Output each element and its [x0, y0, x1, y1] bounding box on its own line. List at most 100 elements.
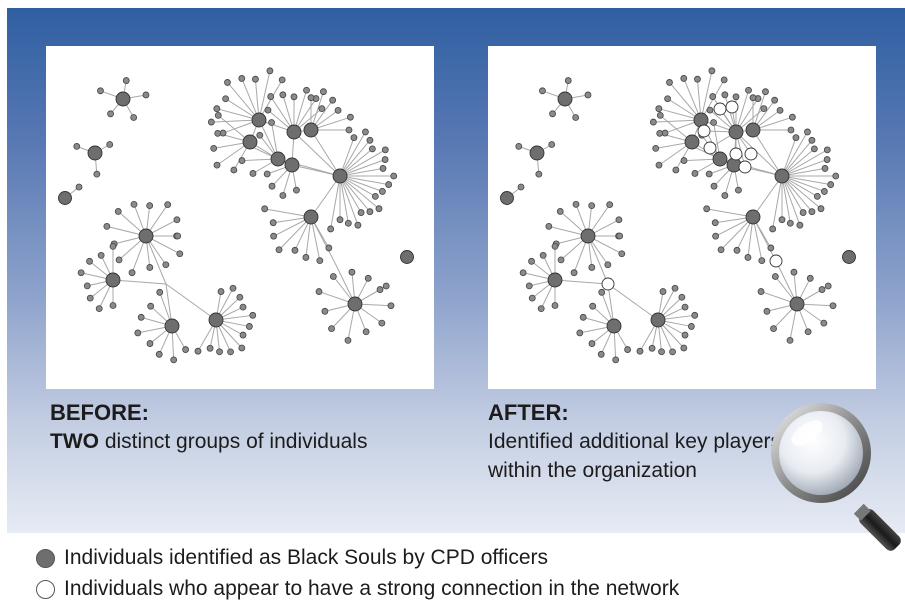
network-edge: [165, 283, 217, 321]
network-node-leaf: [83, 282, 91, 290]
network-node-leaf: [318, 105, 326, 113]
network-node-leaf: [207, 118, 215, 126]
legend-label: Individuals identified as Black Souls by…: [64, 546, 549, 569]
network-node-leaf: [528, 257, 535, 265]
network-node-leaf: [515, 142, 523, 150]
network-node-leaf: [73, 142, 81, 150]
legend-item-black-souls: Individuals identified as Black Souls by…: [36, 543, 896, 573]
network-node-leaf: [517, 183, 525, 191]
network-node-leaf: [146, 202, 154, 210]
network-node-leaf: [261, 205, 269, 213]
network-node-key-player: [744, 147, 758, 161]
network-node-leaf: [744, 254, 752, 261]
network-node-leaf: [245, 323, 253, 330]
network-node-leaf: [268, 182, 276, 190]
network-edge: [339, 140, 371, 177]
legend-item-strong-connection: Individuals who appear to have a strong …: [36, 574, 896, 604]
network-node-leaf: [366, 208, 374, 216]
network-node-leaf: [656, 111, 664, 119]
network-node-leaf: [671, 284, 679, 292]
network-node-leaf: [114, 208, 122, 215]
network-edge: [339, 175, 383, 192]
network-node-leaf: [705, 170, 713, 178]
network-node-leaf: [672, 166, 680, 174]
network-diagram-after: [488, 46, 876, 389]
network-edge: [293, 131, 341, 177]
network-node-leaf: [182, 346, 190, 353]
network-node-leaf: [572, 200, 580, 208]
network-node-leaf: [357, 209, 365, 216]
network-node-leaf: [316, 257, 324, 265]
network-node-member: [728, 124, 744, 140]
network-node-leaf: [328, 325, 335, 333]
network-node-leaf: [787, 126, 795, 134]
network-node-leaf: [666, 79, 673, 86]
network-node-leaf: [376, 286, 384, 293]
network-edge: [772, 175, 783, 230]
network-node-leaf: [236, 293, 244, 301]
network-edge: [264, 208, 312, 218]
network-node-leaf: [106, 141, 114, 148]
network-node-member: [347, 296, 363, 312]
network-node-leaf: [564, 77, 572, 84]
before-caption: BEFORE: TWO distinct groups of individua…: [50, 398, 430, 456]
network-node-key-player: [697, 124, 711, 138]
network-node-key-player: [769, 254, 783, 268]
network-node-leaf: [238, 75, 246, 82]
network-node-leaf: [381, 156, 389, 163]
network-node-leaf: [771, 273, 779, 280]
network-node-leaf: [348, 268, 356, 276]
network-node-leaf: [758, 257, 766, 265]
network-edge: [720, 216, 754, 251]
network-node-leaf: [799, 209, 807, 216]
network-node-leaf: [636, 347, 644, 355]
network-node-leaf: [390, 172, 398, 180]
network-edge: [339, 131, 366, 177]
network-node-leaf: [366, 136, 374, 144]
network-node-leaf: [732, 93, 740, 101]
network-node-leaf: [813, 192, 821, 200]
network-node-leaf: [270, 232, 278, 240]
network-node-member: [208, 312, 224, 328]
network-node-member: [115, 91, 131, 107]
network-node-leaf: [616, 232, 624, 240]
network-node-leaf: [364, 274, 372, 282]
network-node-key-player: [601, 277, 615, 291]
network-node-key-player: [703, 141, 717, 155]
network-node-leaf: [537, 305, 545, 313]
magnifying-glass-icon: [771, 403, 901, 551]
network-node-member: [242, 134, 258, 150]
network-edge: [339, 159, 386, 177]
network-edge: [339, 175, 380, 210]
network-node-leaf: [680, 75, 688, 82]
network-node-leaf: [146, 340, 154, 347]
network-node-leaf: [733, 246, 741, 254]
network-node-member: [606, 318, 622, 334]
before-lead: TWO: [50, 430, 99, 453]
after-text: Identified additional key players within…: [488, 430, 782, 482]
network-node-leaf: [763, 307, 771, 315]
network-node-leaf: [239, 331, 247, 339]
network-node-leaf: [354, 221, 362, 229]
network-node-leaf: [821, 165, 829, 172]
network-node-leaf: [156, 288, 164, 296]
before-heading: BEFORE:: [50, 400, 149, 425]
network-node-leaf: [290, 93, 298, 101]
network-node-leaf: [678, 293, 686, 301]
network-node-leaf: [210, 145, 218, 152]
network-node-leaf: [194, 347, 202, 355]
network-node-leaf: [378, 319, 386, 327]
network-edge: [653, 119, 702, 123]
network-node-leaf: [291, 246, 299, 254]
network-node-leaf: [535, 170, 543, 178]
network-node-leaf: [652, 145, 660, 152]
network-edge: [310, 216, 335, 262]
network-node-leaf: [375, 205, 383, 213]
network-node-leaf: [224, 79, 231, 86]
network-node-member: [138, 228, 154, 244]
network-edge: [339, 175, 389, 186]
network-node-leaf: [604, 261, 612, 269]
network-node-leaf: [336, 216, 344, 224]
network-edge: [339, 149, 386, 177]
network-node-leaf: [792, 134, 800, 142]
